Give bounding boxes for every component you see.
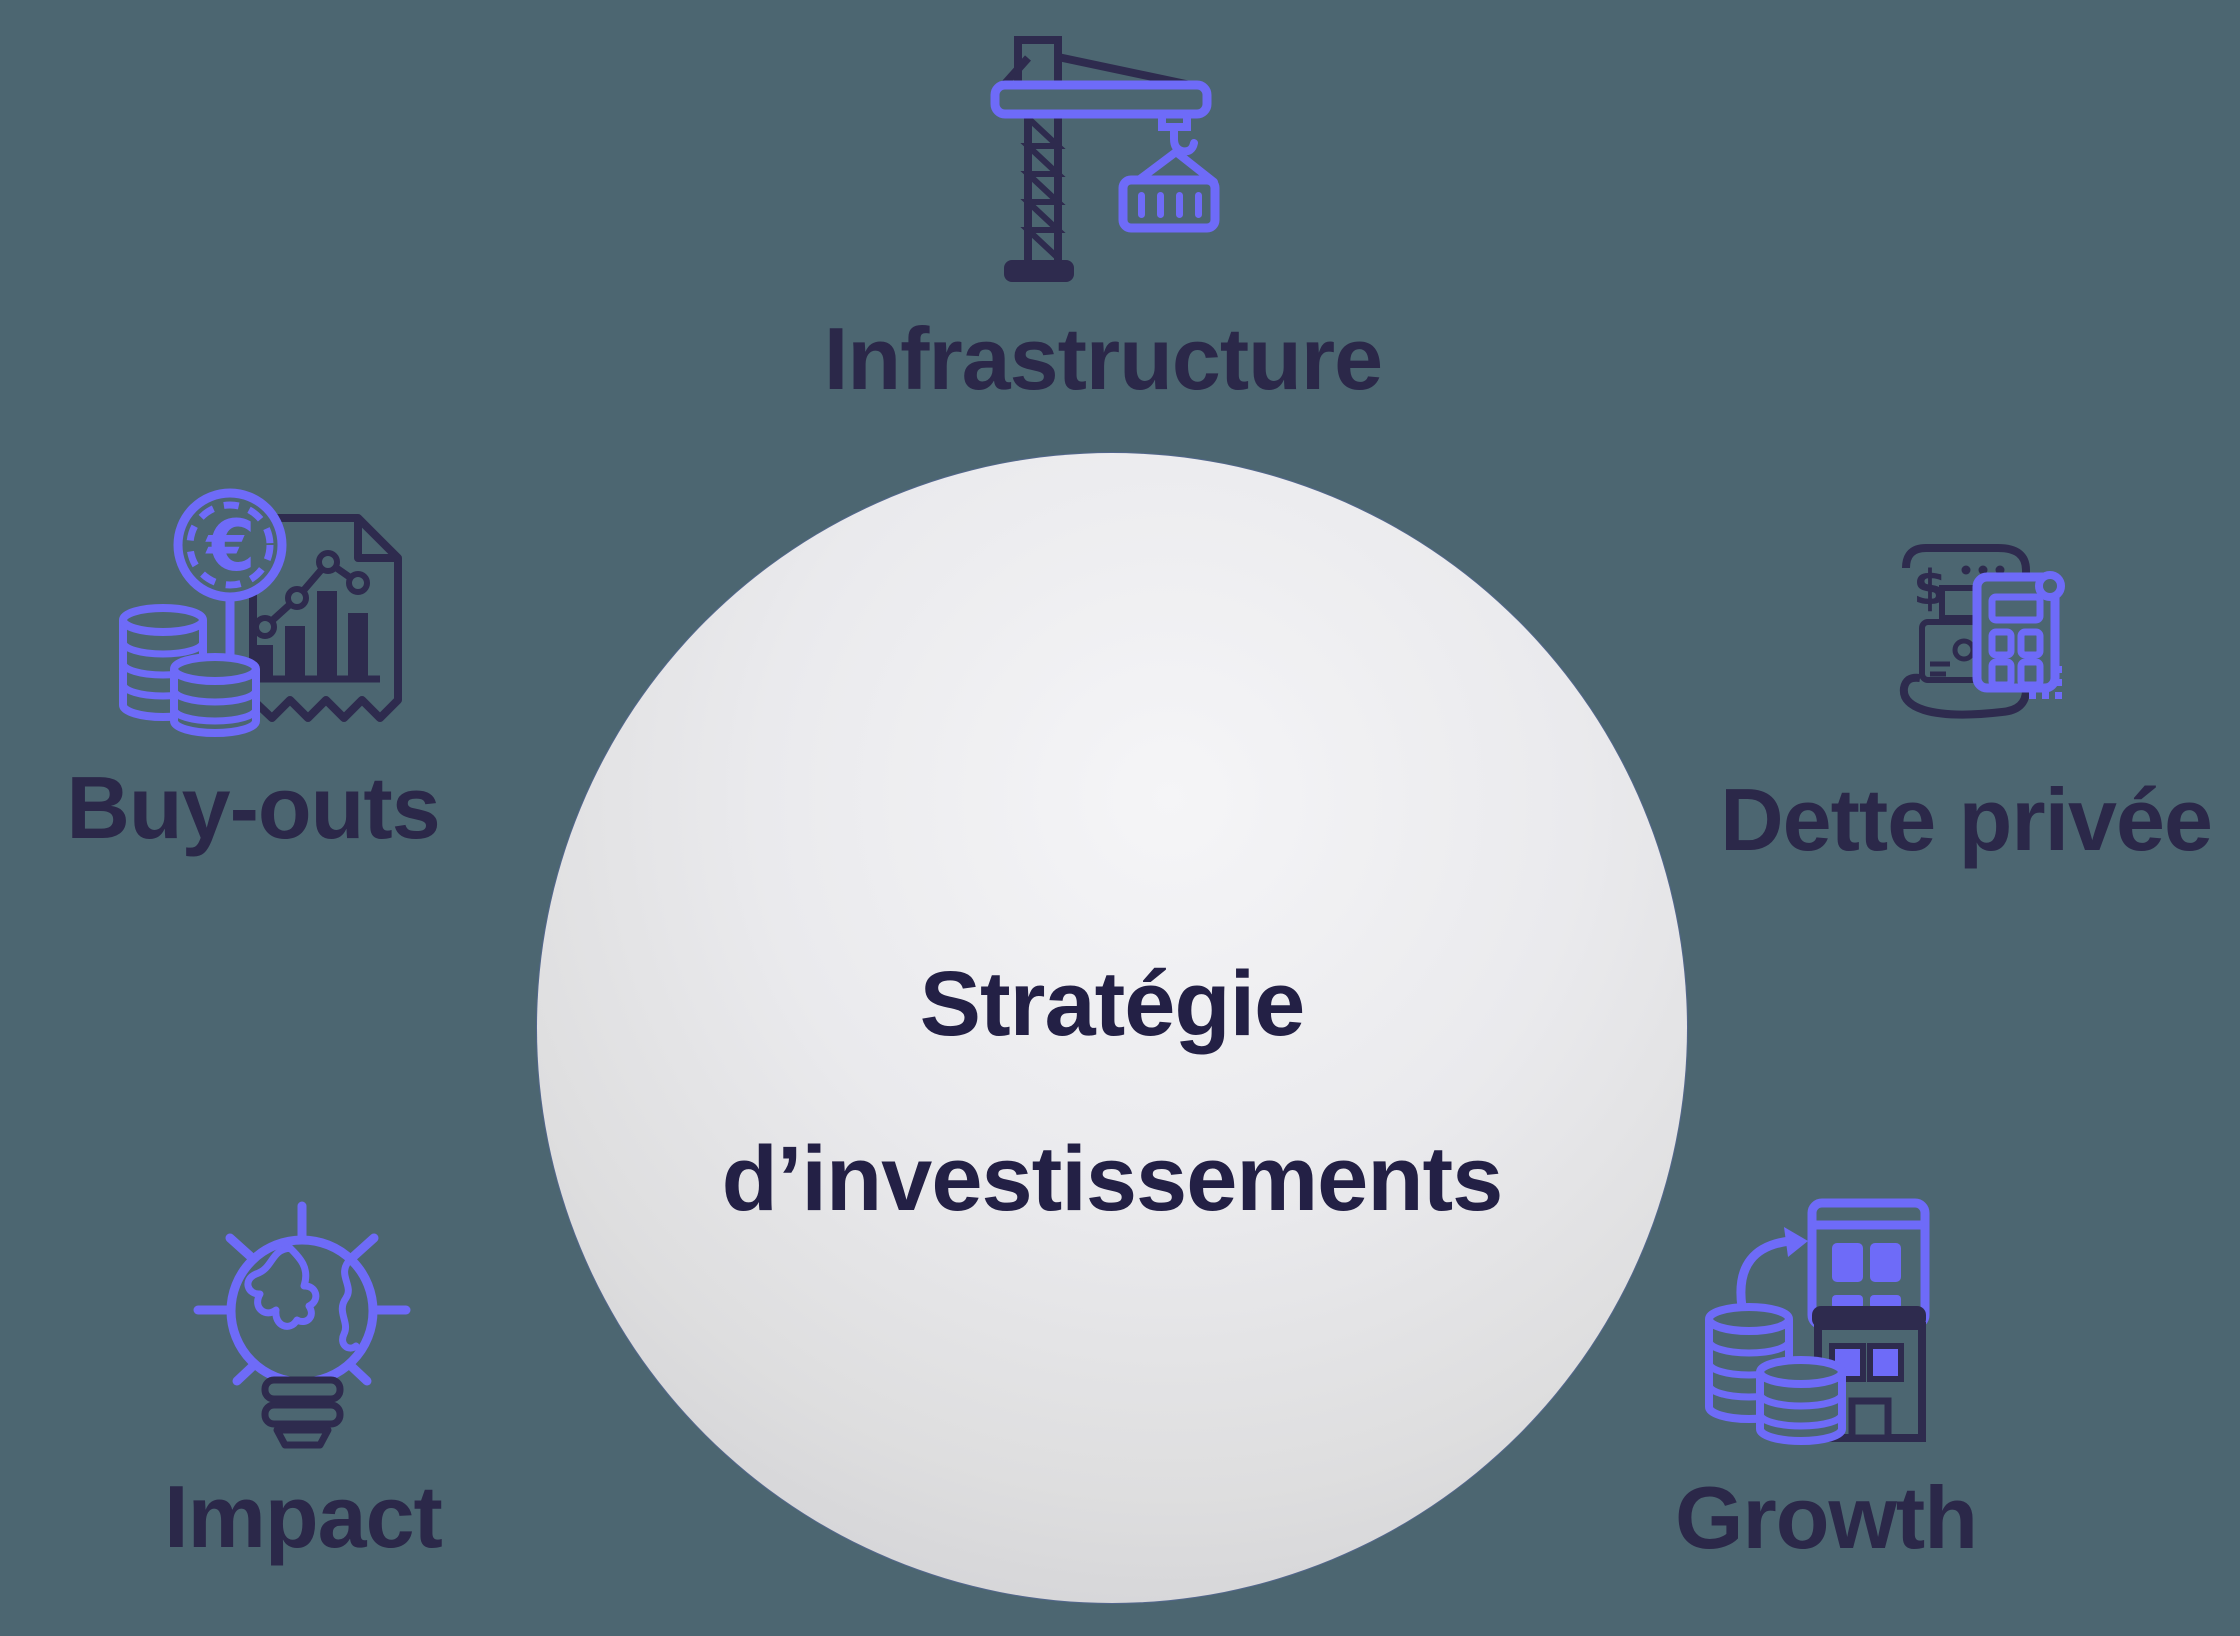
euro-coins-report-icon: €	[119, 488, 402, 737]
central-title-line2: d’investissements	[721, 1128, 1504, 1230]
globe-lightbulb-icon	[193, 1201, 411, 1449]
svg-text:€: €	[205, 505, 256, 587]
central-title-line1: Stratégie	[919, 953, 1306, 1055]
label-dette-privee: Dette privée	[1720, 770, 2213, 869]
central-sphere	[537, 453, 1687, 1603]
label-buy-outs: Buy-outs	[66, 758, 440, 857]
coins-buildings-icon	[1705, 1198, 1930, 1445]
label-impact: Impact	[164, 1467, 443, 1566]
central-title: Stratégie d’investissements	[721, 917, 1504, 1267]
construction-crane-icon	[990, 36, 1220, 282]
invoice-calculator-icon: $	[1899, 544, 2065, 719]
label-growth: Growth	[1675, 1468, 1978, 1567]
label-infrastructure: Infrastructure	[823, 309, 1383, 408]
